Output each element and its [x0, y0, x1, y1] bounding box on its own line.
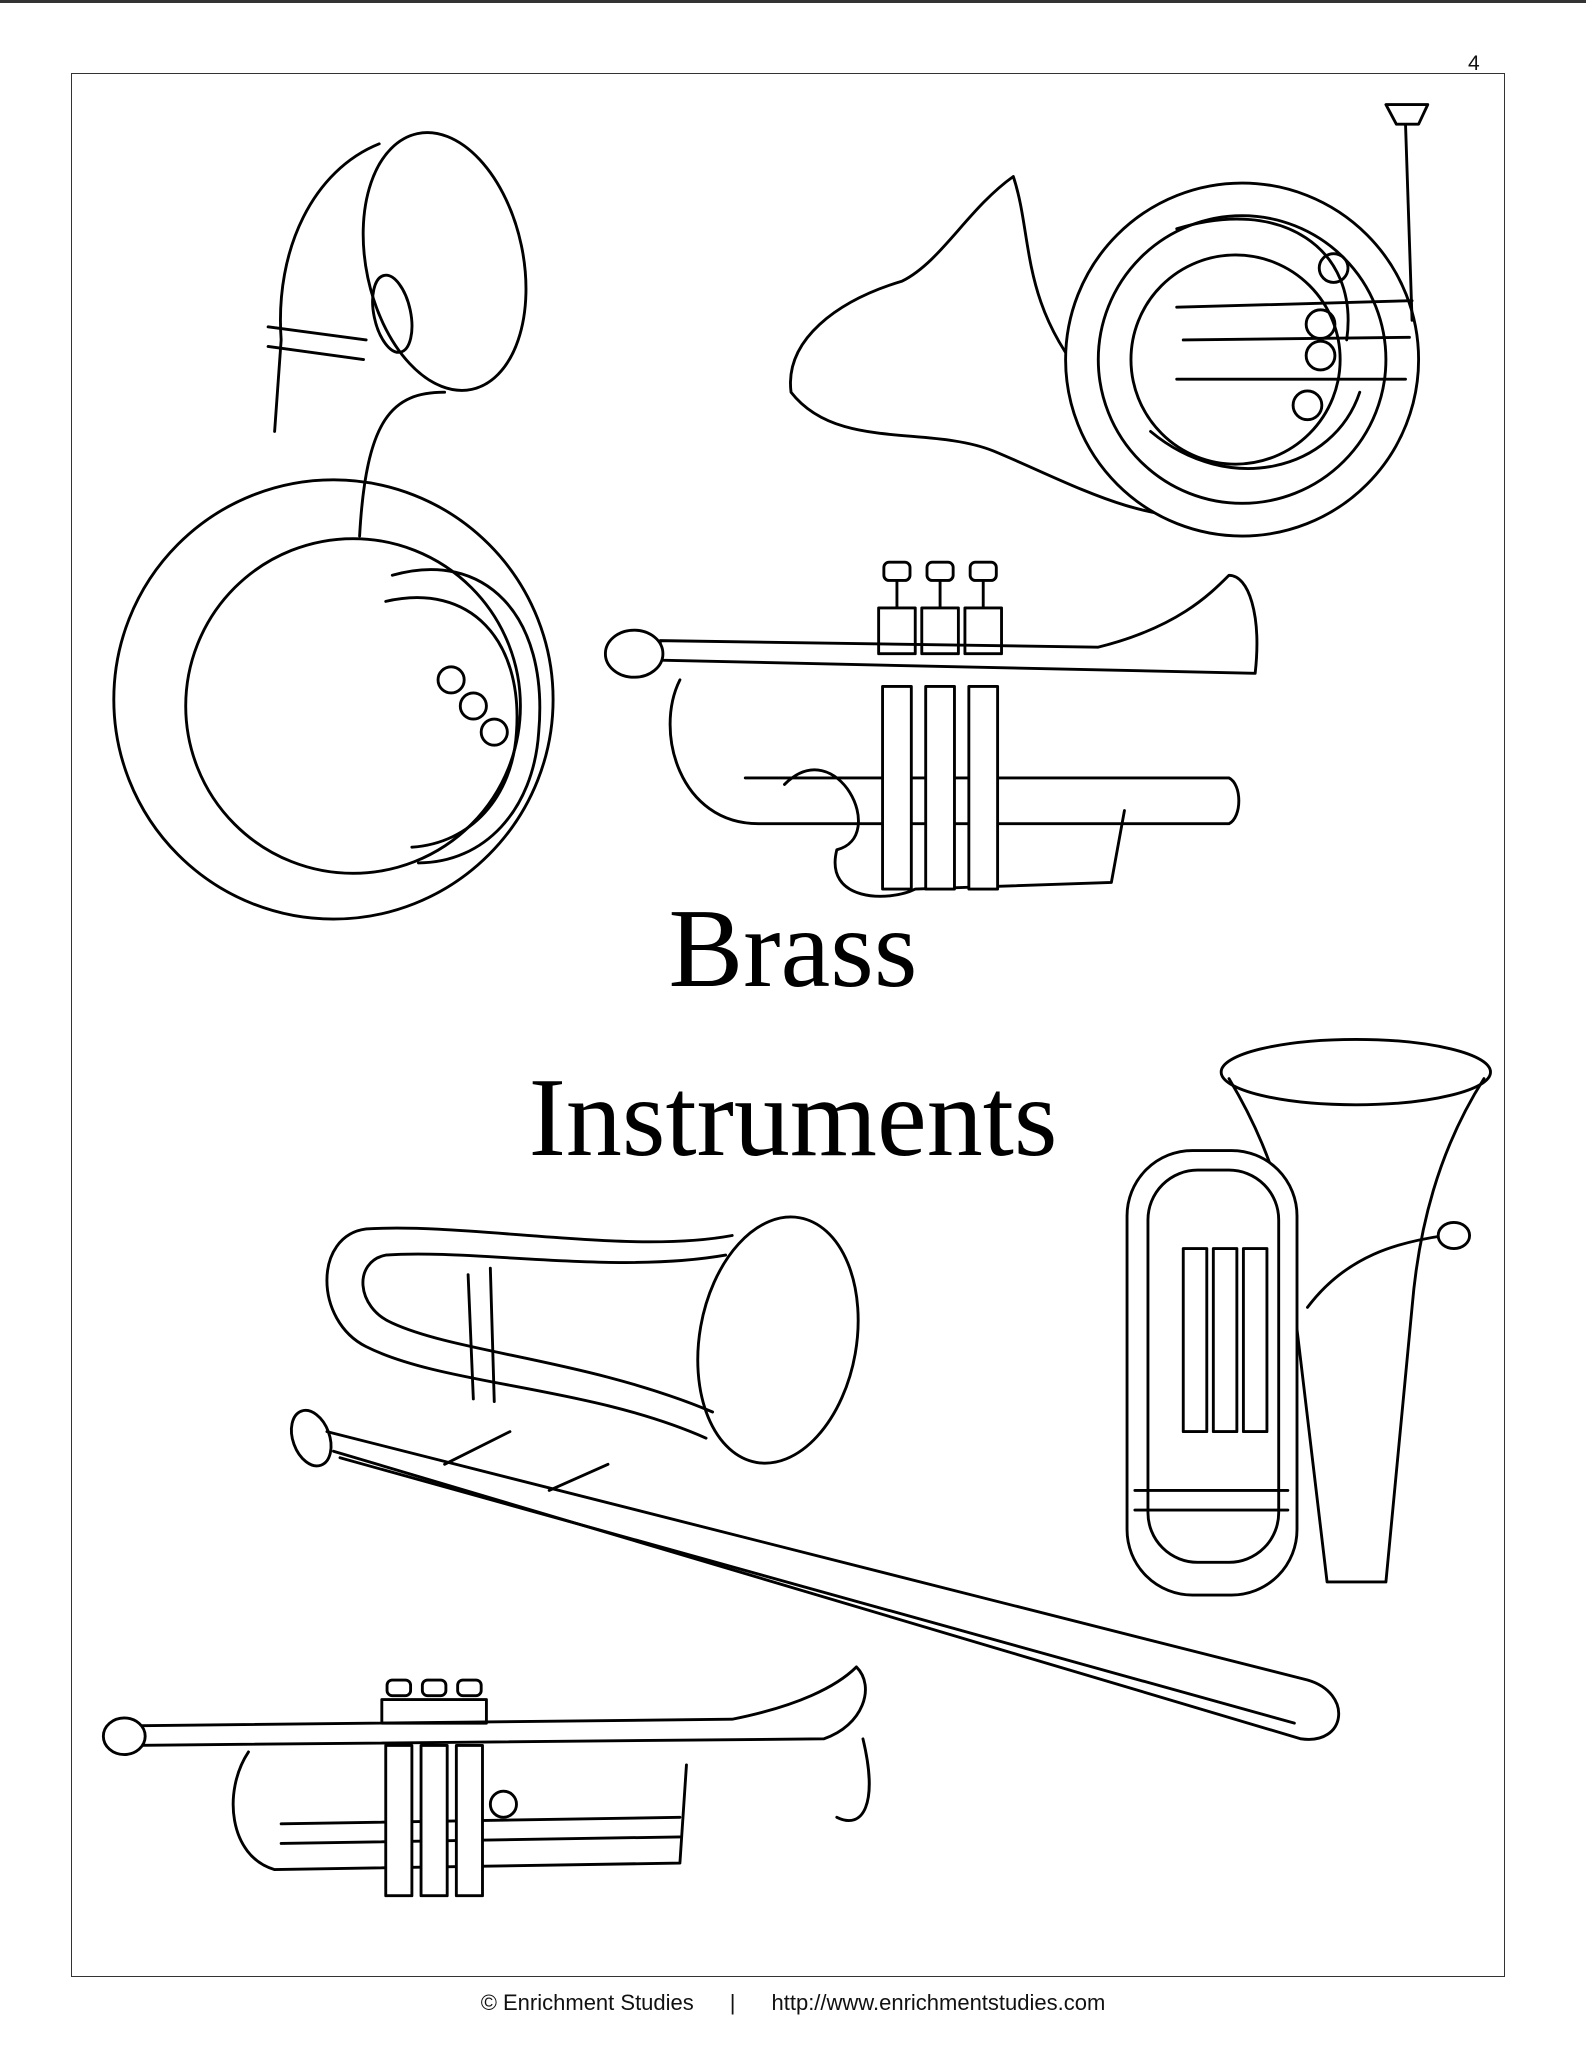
- footer: © Enrichment Studies | http://www.enrich…: [0, 1990, 1586, 2016]
- page-border: [71, 73, 1505, 1977]
- top-edge-bar: [0, 0, 1586, 3]
- cornet-illustration: [603, 560, 1259, 898]
- trombone-illustration: [289, 1215, 1341, 1741]
- trumpet-illustration: [101, 1665, 871, 1898]
- euphonium-illustration: [1125, 1037, 1492, 1597]
- french-horn-illustration: [789, 103, 1430, 538]
- footer-copyright: © Enrichment Studies: [480, 1990, 694, 2015]
- title-line-1: Brass: [668, 887, 918, 1011]
- page-number: 4: [1468, 52, 1480, 75]
- sousaphone-illustration: [112, 131, 555, 921]
- footer-url-link[interactable]: http://www.enrichmentstudies.com: [771, 1990, 1106, 2015]
- footer-separator: |: [729, 1990, 736, 2015]
- title-line-2: Instruments: [528, 1056, 1058, 1180]
